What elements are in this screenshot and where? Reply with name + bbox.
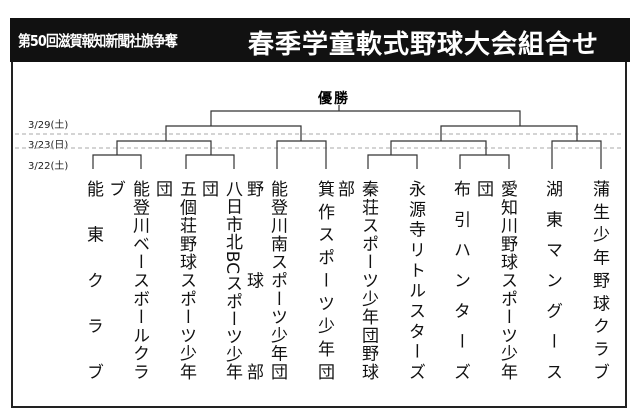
- champion-label: 優勝: [318, 91, 350, 107]
- tournament-subtitle: 第50回滋賀報知新聞社旗争奪: [18, 31, 178, 50]
- round-date-final: 3/29(土): [28, 120, 69, 131]
- team-name: 布引ハンターズ: [450, 180, 470, 380]
- team-name: 能登川南スポーツ少年団野球部: [243, 180, 287, 380]
- round-dividers: [15, 133, 622, 149]
- team-name: 能東クラブ: [83, 180, 103, 380]
- team-name: 蒲生少年野球クラブ: [589, 180, 609, 380]
- team-name: 箕作スポーツ少年団: [314, 180, 334, 380]
- title-banner: 第50回滋賀報知新聞社旗争奪 春季学童軟式野球大会組合せ: [10, 18, 630, 62]
- bracket-frame: [11, 62, 627, 408]
- round-date-second: 3/23(日): [28, 140, 69, 151]
- round-date-first: 3/22(土): [28, 161, 69, 172]
- team-name: 愛知川野球スポーツ少年団: [473, 180, 517, 380]
- team-name: 八日市北BCスポーツ少年団: [198, 180, 242, 380]
- tournament-title: 春季学童軟式野球大会組合せ: [248, 30, 600, 60]
- team-name: 永源寺リトルスターズ: [405, 180, 425, 380]
- team-name: 五個荘野球スポーツ少年団: [152, 180, 196, 380]
- team-name: 湖東マングース: [542, 180, 562, 380]
- team-name: 秦荘スポーツ少年団野球部: [334, 180, 378, 380]
- team-name: 能登川ベースボールクラブ: [105, 180, 149, 380]
- bracket: [92, 105, 602, 169]
